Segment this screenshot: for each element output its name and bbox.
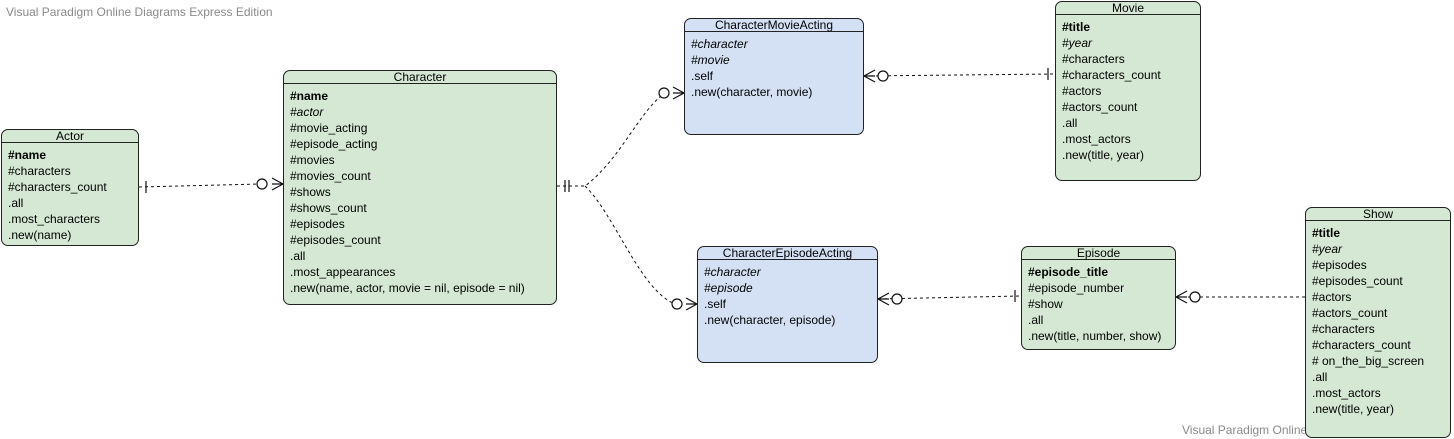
- entity-attribute: #characters_count: [1062, 68, 1161, 82]
- entity-attribute: #name: [8, 148, 47, 162]
- entity-attribute: .self: [691, 69, 714, 83]
- entity-attribute: #actors: [1062, 84, 1102, 98]
- entity-attribute: #characters_count: [1312, 338, 1411, 352]
- relationship-line: [557, 92, 666, 187]
- entity-attribute: .new(character, movie): [691, 85, 813, 99]
- entity-attribute: .new(name): [8, 228, 72, 242]
- entity-attribute: .all: [1312, 370, 1328, 384]
- cardinality-many-marker: [1174, 290, 1188, 304]
- entity-movie[interactable]: Movie #title #year #characters #characters_…: [1055, 1, 1201, 181]
- entity-attribute: .all: [290, 249, 306, 263]
- entity-attribute: #actors: [1312, 290, 1352, 304]
- entity-attribute: .new(character, episode): [704, 313, 836, 327]
- entity-episode[interactable]: Episode #episode_title #episode_number #sh…: [1021, 246, 1176, 350]
- cardinality-many-marker: [862, 69, 876, 83]
- watermark-top: Visual Paradigm Online Diagrams Express …: [6, 5, 273, 19]
- entity-attribute: .most_actors: [1062, 132, 1131, 146]
- entity-attributes: #title #year #characters #characters_count #…: [1056, 15, 1200, 163]
- cardinality-many-marker: [685, 297, 699, 311]
- entity-title: Movie: [1056, 2, 1200, 15]
- relationship-line: [584, 185, 676, 305]
- entity-title: CharacterMovieActing: [685, 19, 863, 32]
- entity-title: Actor: [2, 130, 138, 143]
- entity-attribute: #episode_number: [1028, 281, 1125, 295]
- entity-attribute: #movie_acting: [290, 121, 368, 135]
- cardinality-zero-marker: [671, 298, 683, 310]
- cardinality-many-marker: [672, 86, 686, 100]
- cardinality-many-marker: [271, 177, 285, 191]
- entity-title: Show: [1306, 208, 1450, 221]
- cardinality-many-marker: [876, 292, 890, 306]
- entity-attribute: #movies: [290, 153, 335, 167]
- entity-attribute: #character: [691, 37, 748, 51]
- entity-attribute: .new(title, year): [1312, 402, 1395, 416]
- entity-attribute: #episodes_count: [1312, 274, 1403, 288]
- entity-attribute: #title: [1062, 20, 1091, 34]
- entity-attributes: #title #year #episodes #episodes_count #acto…: [1306, 221, 1450, 417]
- entity-title: Episode: [1022, 247, 1175, 260]
- entity-attribute: #characters: [8, 164, 71, 178]
- entity-attribute: #episode: [704, 281, 753, 295]
- entity-actor[interactable]: Actor #name #characters #characters_count.…: [1, 129, 139, 246]
- entity-attributes: #episode_title #episode_number #show .all .n…: [1022, 260, 1175, 344]
- entity-attribute: #shows_count: [290, 201, 367, 215]
- entity-attribute: #year: [1062, 36, 1093, 50]
- entity-character[interactable]: Character #name #actor #movie_acting #episo…: [283, 70, 557, 305]
- entity-attributes: #name #characters #characters_count .all .mo…: [2, 143, 138, 243]
- entity-attribute: #episodes: [290, 217, 345, 231]
- entity-attribute: .new(title, year): [1062, 148, 1145, 162]
- entity-attribute: #shows: [290, 185, 331, 199]
- entity-attribute: .new(name, actor, movie = nil, episode =…: [290, 281, 525, 295]
- entity-attribute: #movies_count: [290, 169, 371, 183]
- entity-attribute: # on_the_big_screen: [1312, 354, 1425, 368]
- entity-attribute: #characters_count: [8, 180, 107, 194]
- cardinality-zero-marker: [658, 87, 670, 99]
- entity-attributes: #character #episode .self .new(character, e…: [698, 260, 877, 328]
- entity-attributes: #name #actor #movie_acting #episode_acting #…: [284, 84, 556, 296]
- entity-attribute: #episodes: [1312, 258, 1367, 272]
- entity-attribute: #actors_count: [1312, 306, 1388, 320]
- cardinality-zero-marker: [1189, 291, 1201, 303]
- entity-attribute: #characters: [1312, 322, 1375, 336]
- entity-attribute: .new(title, number, show): [1028, 329, 1162, 343]
- entity-attribute: #character: [704, 265, 761, 279]
- cardinality-zero-marker: [891, 293, 903, 305]
- entity-attributes: #character #movie .self .new(character, mov…: [685, 32, 863, 100]
- entity-character-episode-acting[interactable]: CharacterEpisodeActing #character #episod…: [697, 246, 878, 363]
- relationship-line: [138, 183, 261, 188]
- cardinality-zero-marker: [256, 178, 268, 190]
- entity-attribute: .most_actors: [1312, 386, 1381, 400]
- entity-attribute: #episode_title: [1028, 265, 1109, 279]
- entity-attribute: .most_characters: [8, 212, 101, 226]
- entity-title: CharacterEpisodeActing: [698, 247, 877, 260]
- entity-attribute: #episode_acting: [290, 137, 378, 151]
- entity-character-movie-acting[interactable]: CharacterMovieActing #character #movie .se…: [684, 18, 864, 135]
- entity-attribute: #movie: [691, 53, 730, 67]
- entity-title: Character: [284, 71, 556, 84]
- entity-attribute: .all: [1062, 116, 1078, 130]
- entity-attribute: #episodes_count: [290, 233, 381, 247]
- entity-attribute: #year: [1312, 242, 1343, 256]
- entity-attribute: .self: [704, 297, 727, 311]
- entity-attribute: #title: [1312, 226, 1341, 240]
- cardinality-zero-marker: [877, 70, 889, 82]
- entity-attribute: #actor: [290, 105, 324, 119]
- entity-attribute: #name: [290, 89, 329, 103]
- entity-attribute: .all: [1028, 313, 1044, 327]
- entity-attribute: #actors_count: [1062, 100, 1138, 114]
- relationship-line: [863, 73, 1056, 77]
- entity-attribute: #show: [1028, 297, 1063, 311]
- entity-attribute: .all: [8, 196, 24, 210]
- entity-attribute: .most_appearances: [290, 265, 396, 279]
- entity-show[interactable]: Show #title #year #episodes #episodes_count…: [1305, 207, 1451, 438]
- entity-attribute: #characters: [1062, 52, 1125, 66]
